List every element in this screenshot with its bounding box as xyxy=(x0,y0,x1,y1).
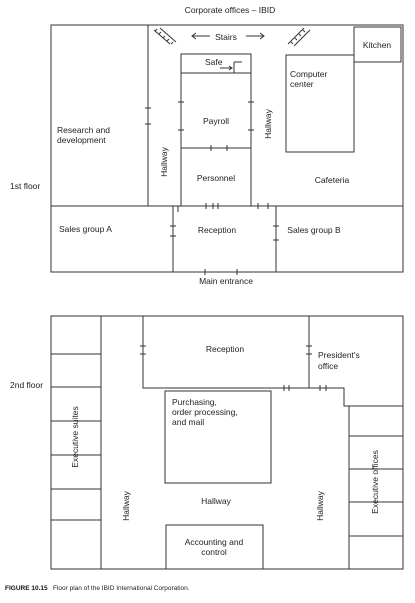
accounting-room xyxy=(165,524,264,570)
purchasing-room xyxy=(164,390,272,484)
door-marks-floor1 xyxy=(145,101,279,275)
computer-center-label-line1: Computer xyxy=(290,69,327,79)
reception-2-label: Reception xyxy=(206,344,245,354)
stairs-arrow-right-icon xyxy=(246,32,265,40)
kitchen-label: Kitchen xyxy=(363,40,392,50)
executive-suites-column xyxy=(50,315,102,570)
payroll-label: Payroll xyxy=(203,116,229,126)
executive-offices-label: Executive offices xyxy=(370,450,380,514)
research-label-line1: Research and xyxy=(57,125,110,135)
sales-b-label: Sales group B xyxy=(287,225,341,235)
second-floor-plan: Reception President's office 2nd floor P… xyxy=(10,315,404,570)
reception-presidents-walls xyxy=(142,316,403,407)
first-floor-outline xyxy=(50,24,404,273)
hallway-center-label: Hallway xyxy=(201,496,232,506)
sales-a-label: Sales group A xyxy=(59,224,112,234)
presidents-office-label-line1: President's xyxy=(318,350,360,360)
hallway-right-2-label: Hallway xyxy=(315,490,325,521)
accounting-label-line2: control xyxy=(201,547,227,557)
first-floor-plan: Stairs Kitchen Safe Computer center Payr… xyxy=(10,24,404,286)
presidents-office-label-line2: office xyxy=(318,361,338,371)
stairs-label: Stairs xyxy=(215,32,237,42)
stairs-arrow-left-icon xyxy=(191,32,210,40)
caption-figure-number: FIGURE 10.15 xyxy=(5,585,48,592)
executive-suites-label: Executive suites xyxy=(70,406,80,467)
personnel-label: Personnel xyxy=(197,173,235,183)
purchasing-label-line3: and mail xyxy=(172,417,204,427)
door-marks-floor2 xyxy=(140,345,327,391)
safe-label: Safe xyxy=(205,57,223,67)
purchasing-label-line2: order processing, xyxy=(172,407,238,417)
computer-center-room xyxy=(285,54,355,153)
computer-center-label-line2: center xyxy=(290,79,314,89)
cafeteria-label: Cafeteria xyxy=(315,175,350,185)
floor1-label: 1st floor xyxy=(10,181,40,191)
stairs-right-icon xyxy=(287,27,311,47)
stairs-left-icon xyxy=(153,27,177,45)
hallway-right-label: Hallway xyxy=(263,108,273,139)
payroll-personnel-block xyxy=(180,53,252,207)
reception-label: Reception xyxy=(198,225,237,235)
safe-arrow-icon xyxy=(220,65,233,71)
research-label-line2: development xyxy=(57,135,106,145)
hallway-left-label: Hallway xyxy=(159,146,169,177)
figure-caption: FIGURE 10.15 Floor plan of the IBID Inte… xyxy=(5,585,190,592)
purchasing-label-line1: Purchasing, xyxy=(172,397,217,407)
accounting-label-line1: Accounting and xyxy=(185,537,244,547)
floor2-label: 2nd floor xyxy=(10,380,43,390)
kitchen-room xyxy=(353,26,402,63)
hallway-left-2-label: Hallway xyxy=(121,490,131,521)
executive-offices-column xyxy=(348,405,404,570)
main-entrance-label: Main entrance xyxy=(199,276,253,286)
caption-text: Floor plan of the IBID International Cor… xyxy=(53,585,190,592)
title: Corporate offices – IBID xyxy=(185,5,276,15)
